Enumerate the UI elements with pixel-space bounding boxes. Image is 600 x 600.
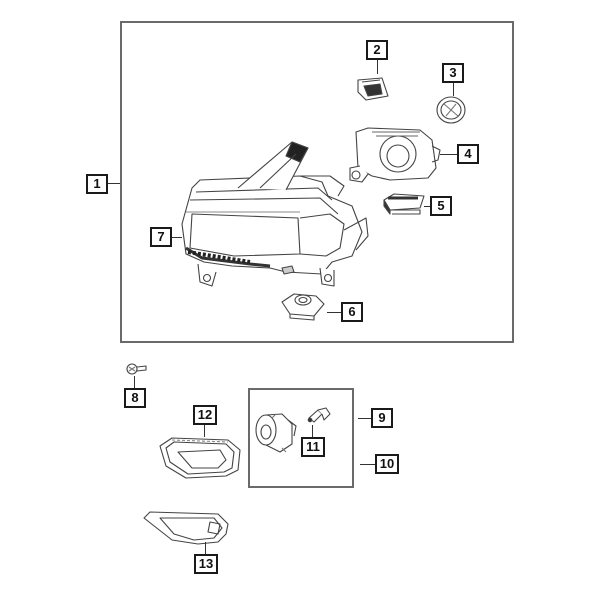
control-module-part (383, 193, 425, 215)
leader-line-11 (312, 425, 313, 437)
callout-9[interactable]: 9 (371, 408, 393, 428)
ballast-part (281, 293, 325, 321)
callout-13[interactable]: 13 (194, 554, 218, 574)
leader-line-10 (360, 464, 375, 465)
leader-line-4 (440, 154, 457, 155)
projector-module-part (349, 127, 441, 183)
callout-12[interactable]: 12 (193, 405, 217, 425)
leader-line-2 (377, 60, 378, 74)
fog-cover-part (143, 511, 229, 545)
callout-2[interactable]: 2 (366, 40, 388, 60)
adapter-part (357, 77, 389, 101)
fog-bezel-part (159, 437, 241, 479)
leader-line-1 (108, 183, 120, 184)
callout-5[interactable]: 5 (430, 196, 452, 216)
callout-6[interactable]: 6 (341, 302, 363, 322)
callout-10[interactable]: 10 (375, 454, 399, 474)
callout-4[interactable]: 4 (457, 144, 479, 164)
fog-lamp-part (255, 413, 297, 453)
retaining-ring-part (436, 96, 466, 124)
callout-11[interactable]: 11 (301, 437, 325, 457)
leader-line-3 (453, 83, 454, 96)
leader-line-9 (358, 418, 371, 419)
callout-7[interactable]: 7 (150, 227, 172, 247)
screw-part (126, 363, 147, 375)
bulb-part (307, 407, 331, 423)
leader-line-6 (327, 312, 341, 313)
callout-3[interactable]: 3 (442, 63, 464, 83)
leader-line-12 (204, 425, 205, 437)
fog-lamp-assembly-frame (248, 388, 354, 488)
callout-8[interactable]: 8 (124, 388, 146, 408)
leader-line-7 (172, 237, 182, 238)
callout-1[interactable]: 1 (86, 174, 108, 194)
headlamp-assembly-frame (120, 21, 514, 343)
leader-line-13 (205, 542, 206, 554)
headlamp-housing-part (181, 141, 369, 287)
leader-line-8 (134, 376, 135, 388)
leader-line-5 (424, 206, 430, 207)
